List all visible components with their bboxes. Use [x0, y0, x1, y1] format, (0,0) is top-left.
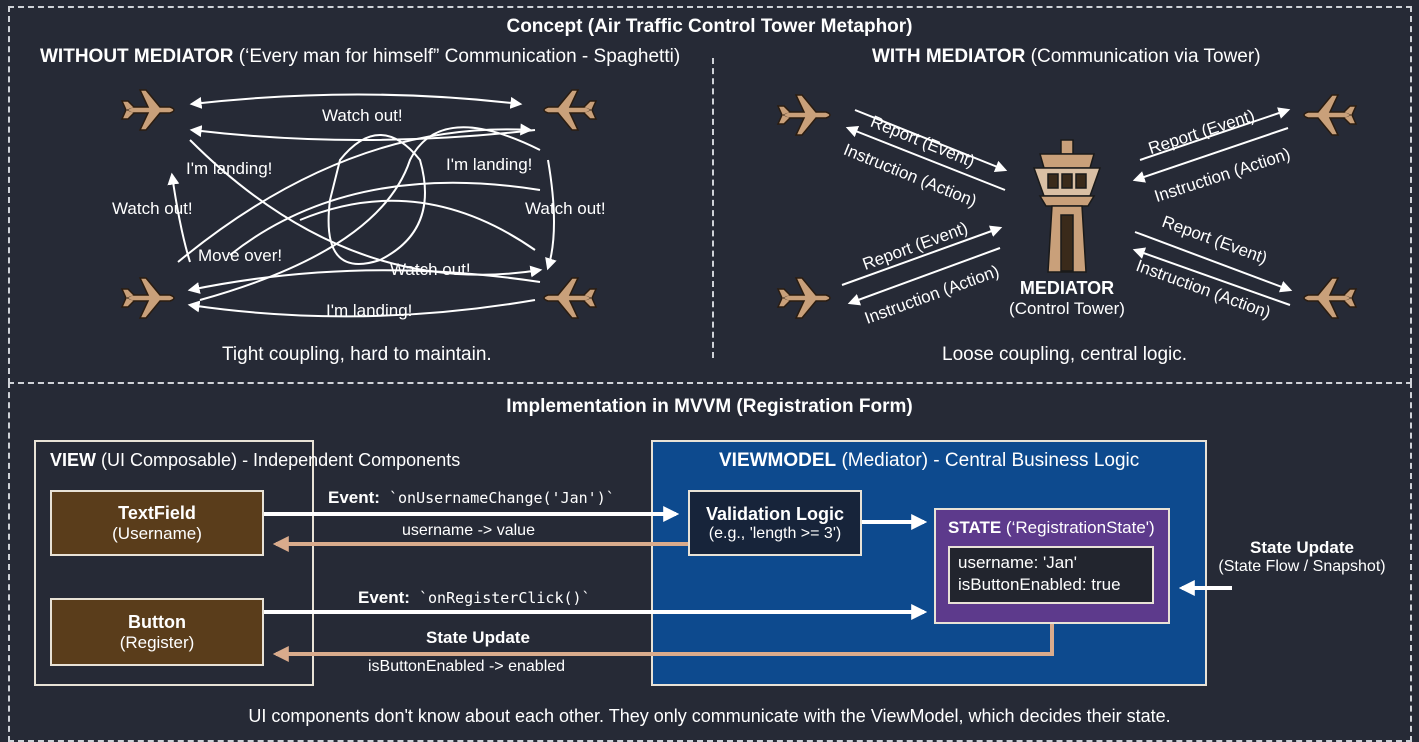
view-heading: VIEW (UI Composable) - Independent Compo… — [50, 450, 460, 471]
view-heading-bold: VIEW — [50, 450, 97, 470]
mediator-arrows — [841, 107, 1293, 306]
textfield-sub: (Username) — [112, 523, 202, 543]
state-update-label: State Update — [426, 628, 530, 647]
tower-name: MEDIATOR — [1019, 278, 1115, 298]
side-state-update-title: State Update — [1250, 538, 1354, 557]
event2-bold: Event: — [358, 588, 410, 607]
textfield-component[interactable]: TextField (Username) — [50, 490, 264, 556]
view-panel — [34, 440, 314, 686]
spaghetti-label-7: Watch out! — [390, 260, 471, 279]
validation-title: Validation Logic — [705, 503, 844, 524]
concept-divider — [712, 58, 714, 358]
event1-label: Event: `onUsernameChange('Jan')` — [328, 488, 615, 508]
event2-code: `onRegisterClick()` — [409, 589, 591, 607]
validation-logic-box: Validation Logic (e.g., 'length >= 3') — [688, 490, 862, 556]
state-heading-bold: STATE — [948, 518, 1002, 537]
view-heading-rest: (UI Composable) - Independent Components — [96, 450, 461, 470]
state-username: username: 'Jan' — [958, 553, 1077, 572]
tower-sub: (Control Tower) — [1009, 299, 1125, 318]
textfield-title: TextField — [118, 502, 196, 523]
without-mediator-heading: WITHOUT MEDIATOR (‘Every man for himself… — [40, 46, 680, 68]
event1-bold: Event: — [328, 488, 380, 507]
validation-sub: (e.g., 'length >= 3') — [708, 524, 842, 542]
spaghetti-label-6: Move over! — [198, 246, 283, 265]
without-heading-bold: WITHOUT MEDIATOR — [40, 46, 234, 67]
enabled-value-label: isButtonEnabled -> enabled — [368, 658, 566, 675]
spaghetti-arrows — [167, 93, 557, 318]
viewmodel-heading-rest: (Mediator) - Central Business Logic — [836, 450, 1140, 471]
implementation-footer: UI components don't know about each othe… — [248, 706, 1171, 726]
button-title: Button — [128, 611, 186, 632]
without-caption: Tight coupling, hard to maintain. — [222, 344, 492, 365]
spaghetti-label-5: Watch out! — [525, 199, 606, 218]
implementation-title: Implementation in MVVM (Registration For… — [506, 396, 913, 417]
event2-label: Event: `onRegisterClick()` — [358, 588, 591, 608]
side-state-update-sub: (State Flow / Snapshot) — [1218, 558, 1386, 575]
side-state-update: State Update (State Flow / Snapshot) — [1210, 538, 1394, 576]
with-mediator-heading: WITH MEDIATOR (Communication via Tower) — [872, 46, 1261, 68]
control-tower-icon — [1032, 139, 1102, 273]
with-heading-rest: (Communication via Tower) — [1025, 46, 1261, 67]
viewmodel-heading-bold: VIEWMODEL — [719, 450, 837, 471]
with-caption: Loose coupling, central logic. — [942, 344, 1188, 365]
spaghetti-label-8: I'm landing! — [326, 301, 413, 320]
state-button-enabled: isButtonEnabled: true — [958, 575, 1121, 594]
state-heading-rest: (‘RegistrationState') — [1001, 518, 1155, 537]
spaghetti-label-3: I'm landing! — [446, 155, 533, 174]
register-button-component[interactable]: Button (Register) — [50, 598, 264, 666]
spaghetti-label-2: I'm landing! — [186, 159, 273, 178]
with-heading-bold: WITH MEDIATOR — [872, 46, 1026, 67]
spaghetti-label-4: Watch out! — [112, 199, 193, 218]
spaghetti-label-1: Watch out! — [322, 106, 403, 125]
state-box: STATE (‘RegistrationState') username: 'J… — [934, 508, 1170, 624]
state-values-box: username: 'Jan' isButtonEnabled: true — [948, 546, 1154, 604]
username-value-label: username -> value — [402, 522, 535, 539]
tower-label: MEDIATOR (Control Tower) — [1000, 278, 1134, 319]
concept-title: Concept (Air Traffic Control Tower Metap… — [506, 16, 913, 37]
button-sub: (Register) — [119, 632, 195, 652]
event1-code: `onUsernameChange('Jan')` — [379, 489, 615, 507]
state-heading: STATE (‘RegistrationState') — [948, 518, 1155, 538]
without-heading-rest: (‘Every man for himself” Communication -… — [233, 46, 681, 67]
viewmodel-heading: VIEWMODEL (Mediator) - Central Business … — [719, 450, 1139, 472]
